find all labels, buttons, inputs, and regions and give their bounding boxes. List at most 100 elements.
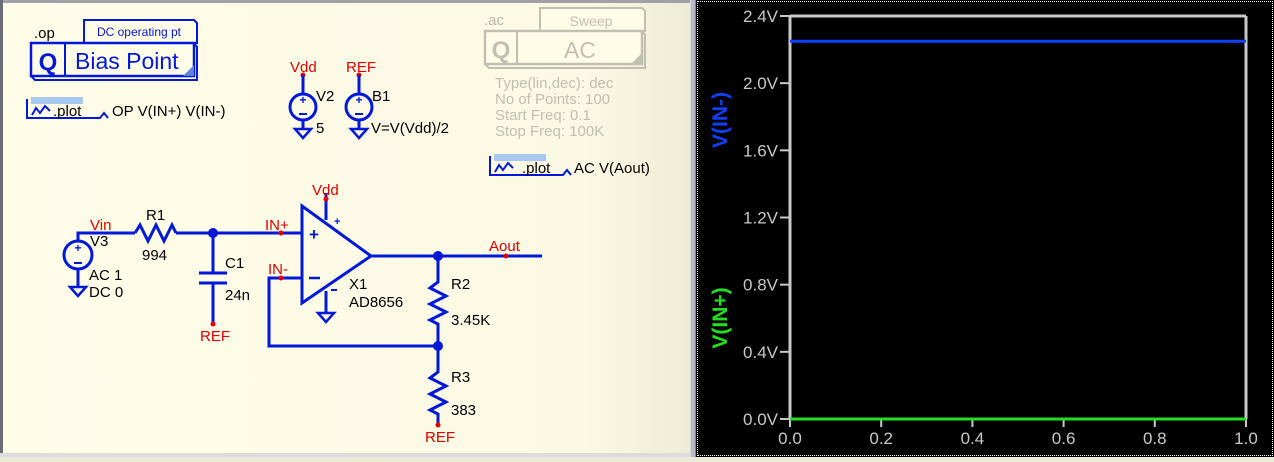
y-tick-label: 2.0V (743, 74, 779, 93)
ground-icon (348, 127, 370, 140)
net-dot (435, 422, 441, 428)
panel-splitter[interactable] (690, 0, 696, 457)
x-tick-label: 0.8 (1143, 429, 1167, 448)
y-tick-label: 2.4V (743, 7, 779, 26)
ac-directive-block[interactable]: .ac Sweep Q AC Type(lin,dec): dec No of … (483, 7, 646, 140)
net-dot (210, 321, 216, 327)
net-label-in-minus: IN- (268, 261, 288, 278)
ac-tab-label: Sweep (570, 13, 613, 29)
net-dot (323, 196, 329, 202)
net-label-vdd: Vdd (290, 59, 317, 76)
op-plot-label: .plot (53, 103, 82, 120)
b1-name: B1 (372, 88, 390, 105)
c1-value: 24n (225, 287, 250, 304)
op-plot-directive[interactable]: .plot OP V(IN+) V(IN-) (26, 97, 225, 120)
ac-param-start: Start Freq: 0.1 (495, 107, 591, 124)
v3-ac-value: AC 1 (89, 267, 122, 284)
op-frame (29, 41, 196, 78)
x-tick-label: 1.0 (1234, 429, 1258, 448)
wire-vin (76, 231, 135, 240)
legend-label-v-in-: V(IN+) (709, 287, 732, 348)
ac-frame-shadow (484, 30, 646, 69)
ground-icon (67, 285, 89, 298)
ac-plot-directive[interactable]: .plot AC V(Aout) (489, 154, 650, 177)
net-dot (278, 275, 284, 281)
ground-icon (292, 127, 314, 140)
v3-dc-value: DC 0 (89, 284, 123, 301)
ac-tab-frame (539, 7, 646, 32)
y-tick-label: 0.8V (743, 276, 779, 295)
source-v2[interactable]: Vdd + V2 5 (288, 59, 334, 140)
wire-in-minus (267, 276, 438, 348)
left-edge (0, 0, 3, 457)
net-label-ref-r3: REF (425, 429, 455, 446)
y-tick-label: 1.6V (743, 141, 779, 160)
opamp-x1[interactable]: + + X1 AD8656 (300, 203, 403, 324)
v3-name: V3 (90, 233, 108, 250)
voltage-source-icon (62, 239, 94, 271)
net-label-aout: Aout (489, 238, 521, 255)
schematic-canvas[interactable]: .op DC operating pt Q Bias Point .plot O… (0, 0, 690, 457)
ac-q-icon: Q (492, 37, 511, 64)
plus-sign: + (74, 241, 81, 255)
resistor-r1-icon (133, 221, 178, 245)
top-edge (0, 0, 690, 3)
op-tab-label: DC operating pt (97, 25, 182, 39)
v2-name: V2 (316, 88, 334, 105)
op-directive-label: .op (34, 25, 55, 42)
v2-value: 5 (316, 120, 324, 137)
c1-name: C1 (225, 255, 244, 272)
x-tick-label: 0.0 (778, 429, 802, 448)
ac-plot-label: .plot (522, 160, 551, 177)
net-label-ref-c1: REF (200, 328, 230, 345)
opamp-supply-plus: + (334, 216, 340, 228)
schematic-svg: .op DC operating pt Q Bias Point .plot O… (0, 0, 690, 457)
op-tab-frame (83, 19, 198, 44)
source-b1[interactable]: REF + B1 V=V(Vdd)/2 (344, 59, 449, 140)
plot-bracket (489, 156, 572, 176)
plus-sign: + (355, 93, 362, 107)
x1-name: X1 (349, 276, 367, 293)
y-tick-label: 1.2V (743, 209, 779, 228)
r1-name: R1 (146, 207, 165, 224)
ac-corner-mark (631, 53, 642, 64)
b1-expression: V=V(Vdd)/2 (371, 120, 449, 137)
bottom-edge (0, 453, 690, 457)
y-tick-label: 0.4V (743, 343, 779, 362)
chart-legend: V(IN-)V(IN+) (709, 92, 732, 349)
plus-sign: + (299, 93, 306, 107)
r2-value: 3.45K (451, 312, 490, 329)
source-v3[interactable]: + V3 AC 1 DC 0 (62, 233, 123, 301)
ac-frame (483, 29, 644, 66)
opamp-icon (300, 203, 374, 306)
x-tick-label: 0.2 (869, 429, 893, 448)
junction-dot (433, 341, 443, 351)
net-label-ref: REF (346, 59, 376, 76)
net-label-opamp-vdd: Vdd (312, 182, 339, 199)
chart-series (790, 39, 1246, 421)
r3-value: 383 (451, 402, 476, 419)
op-plot-command: OP V(IN+) V(IN-) (112, 103, 225, 120)
plot-bracket (26, 99, 109, 119)
plot-wave-icon (494, 161, 514, 173)
resistor-r2-icon (426, 256, 450, 346)
net-label-vin: Vin (90, 217, 111, 234)
net-dot (503, 253, 509, 259)
r1-value: 994 (142, 247, 167, 264)
x-tick-label: 0.6 (1052, 429, 1076, 448)
resistor-r3-icon (426, 346, 450, 425)
y-tick-label: 0.0V (743, 410, 779, 429)
ac-plot-command: AC V(Aout) (574, 160, 650, 177)
ac-param-type: Type(lin,dec): dec (495, 75, 614, 92)
op-q-icon: Q (39, 49, 58, 76)
ac-title: AC (564, 37, 596, 63)
op-frame-shadow (30, 42, 198, 81)
plot-highlight (31, 97, 83, 104)
x1-value: AD8656 (349, 294, 403, 311)
op-directive-block[interactable]: .op DC operating pt Q Bias Point (29, 19, 198, 81)
ac-param-stop: Stop Freq: 100K (495, 123, 604, 140)
plot-wave-icon (31, 104, 51, 116)
